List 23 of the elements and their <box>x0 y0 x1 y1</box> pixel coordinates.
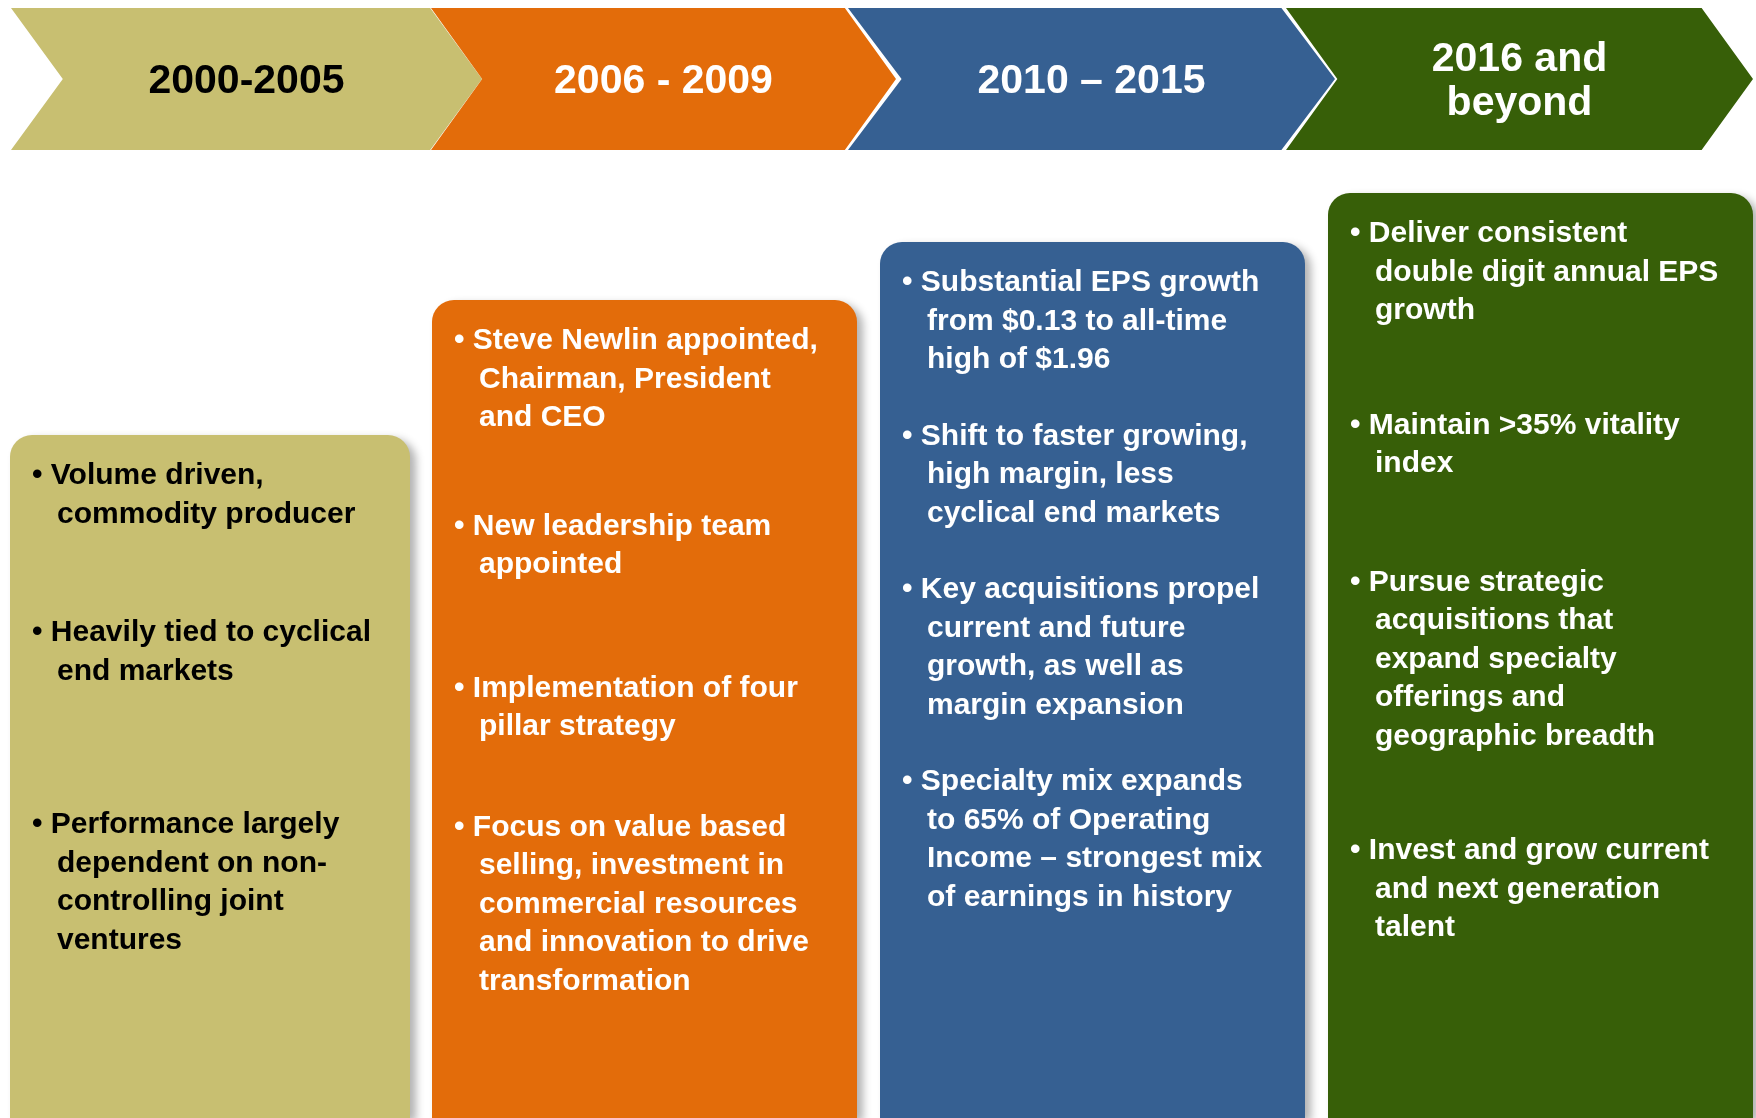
period-panel <box>880 242 1305 1118</box>
bullet-point: • Deliver consistent double digit annual EPS growth <box>1350 214 1719 327</box>
bullet-point: • Heavily tied to cyclical end markets <box>32 613 372 688</box>
period-panel <box>10 435 410 1118</box>
bullet-point: • Substantial EPS growth from $0.13 to all-time high of $1.96 <box>902 263 1261 376</box>
period-heading: 2010 – 2015 <box>977 57 1206 101</box>
bullet-point: • Performance largely dependent on non-controlling joint ventures <box>32 805 341 957</box>
period-heading: 2000-2005 <box>148 57 345 101</box>
bullet-point: • Pursue strategic acquisitions that expand specialty offerings and geographic breadth <box>1350 562 1657 753</box>
period-panel <box>1328 193 1753 1118</box>
bullet-point: • New leadership team appointed <box>454 506 773 581</box>
bullet-point: • Steve Newlin appointed, Chairman, President and CEO <box>454 321 819 434</box>
bullet-point: • Volume driven, commodity producer <box>32 456 357 531</box>
bullet-point: • Implementation of four pillar strategy <box>454 668 799 743</box>
bullet-point: • Maintain >35% vitality index <box>1350 405 1681 480</box>
period-heading: 2016 and beyond <box>1430 35 1609 123</box>
bullet-point: • Key acquisitions propel current and future growth, as well as margin expansion <box>902 570 1261 722</box>
bullet-point: • Specialty mix expands to 65% of Operating Income – strongest mix of earnings in history <box>902 762 1264 914</box>
bullet-point: • Focus on value based selling, investment in commercial resources and innovation to drive transformation <box>454 807 810 998</box>
bullet-point: • Invest and grow current and next generation talent <box>1350 831 1710 944</box>
period-panel <box>432 300 857 1118</box>
period-heading: 2006 - 2009 <box>554 57 773 101</box>
bullet-point: • Shift to faster growing, high margin, less cyclical end markets <box>902 416 1249 530</box>
